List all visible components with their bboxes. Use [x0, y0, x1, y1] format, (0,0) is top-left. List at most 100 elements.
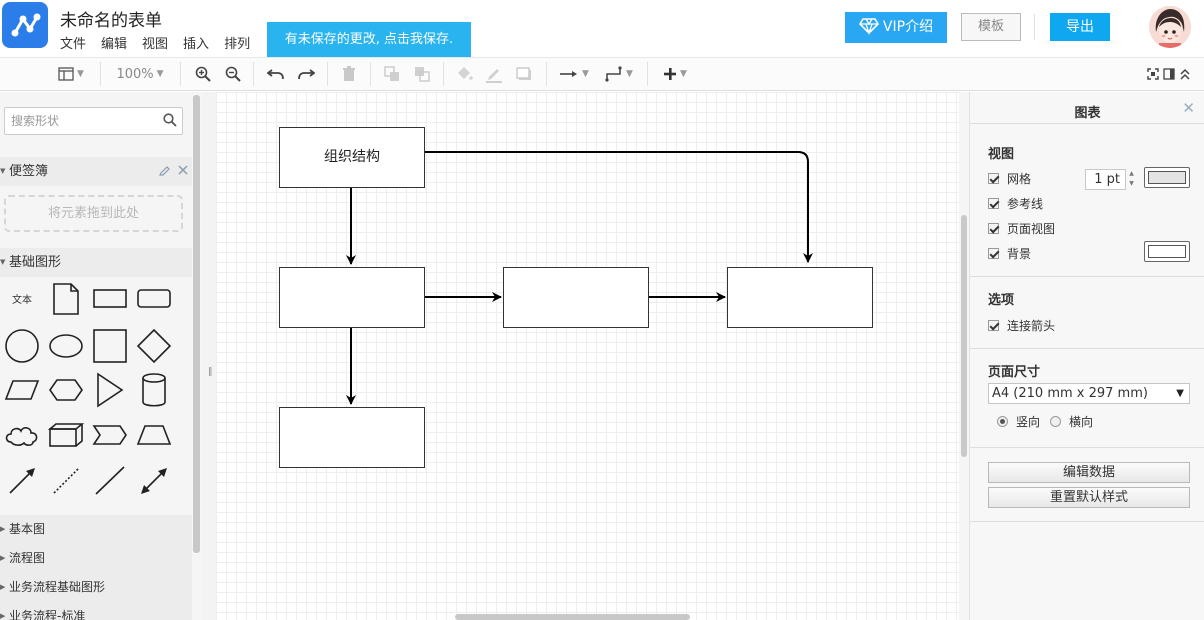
shape-diamond[interactable]	[132, 325, 176, 367]
shape-cylinder[interactable]	[132, 369, 176, 411]
basic-shapes-header[interactable]: ▼ 基础图形	[0, 248, 192, 277]
node-bottom-left[interactable]	[279, 407, 425, 468]
connector-root-to-right[interactable]	[424, 151, 813, 263]
format-toggle-button[interactable]	[1162, 58, 1176, 90]
page-view-label: 页面视图	[1007, 222, 1056, 236]
shape-rounded-rectangle[interactable]	[132, 278, 176, 320]
shape-double-arrow[interactable]	[132, 459, 176, 501]
scratchpad-header[interactable]: ▼ 便签簿	[0, 157, 192, 186]
background-color-swatch	[1148, 245, 1186, 258]
guides-checkbox[interactable]: 参考线	[988, 195, 1043, 212]
menu-arrange[interactable]: 排列	[224, 37, 251, 52]
template-button[interactable]: 模板	[961, 13, 1021, 41]
sidebar-splitter[interactable]: ‖	[203, 92, 216, 620]
chevron-down-icon: ▼	[680, 69, 687, 79]
undo-button[interactable]	[265, 58, 287, 90]
menu-insert[interactable]: 插入	[183, 37, 210, 52]
shape-cube[interactable]	[44, 414, 88, 456]
shape-arrow-line[interactable]	[0, 459, 44, 501]
shape-circle[interactable]	[0, 325, 44, 367]
paint-bucket-icon	[458, 67, 473, 80]
line-color-button[interactable]	[483, 58, 505, 90]
shape-ellipse[interactable]	[44, 325, 88, 367]
sidebar-scrollbar[interactable]	[193, 95, 200, 553]
zoom-out-button[interactable]	[223, 58, 243, 90]
page-view-checkbox[interactable]: 页面视图	[988, 220, 1055, 237]
collapse-header-button[interactable]	[1178, 58, 1192, 90]
shape-hexagon[interactable]	[44, 369, 88, 411]
format-panel: 图表 ✕ 视图 网格 1 pt ▲▼ 参考线 页面视图 背景 选项 连接箭头 页…	[969, 92, 1204, 620]
section-bpmn-standard[interactable]: ▶业务流程-标准	[0, 602, 192, 620]
edit-data-button[interactable]: 编辑数据	[988, 462, 1190, 483]
close-icon[interactable]: ✕	[1182, 99, 1195, 117]
portrait-radio[interactable]: 竖向	[997, 413, 1040, 430]
node-middle-right[interactable]	[727, 267, 873, 328]
canvas-horizontal-scrollbar[interactable]	[455, 614, 690, 620]
canvas-vertical-scrollbar[interactable]	[959, 92, 969, 620]
elbow-connector-icon	[605, 66, 622, 82]
connection-arrows-checkbox[interactable]: 连接箭头	[988, 317, 1055, 334]
search-input[interactable]	[5, 108, 160, 134]
shape-document[interactable]	[44, 278, 88, 320]
scratchpad-dropzone[interactable]: 将元素拖到此处	[4, 195, 183, 232]
to-front-button[interactable]	[381, 58, 403, 90]
section-basic[interactable]: ▶基本图	[0, 515, 192, 544]
export-button[interactable]: 导出	[1050, 13, 1110, 41]
fullscreen-button[interactable]	[1146, 58, 1160, 90]
zoom-in-button[interactable]	[193, 58, 213, 90]
fill-color-button[interactable]	[453, 58, 475, 90]
connection-style-select[interactable]: ▼	[556, 58, 592, 90]
search-icon[interactable]	[163, 113, 177, 127]
node-org-structure[interactable]: 组织结构	[279, 127, 425, 188]
connectors-layer	[346, 151, 813, 405]
delete-button[interactable]	[338, 58, 360, 90]
edit-pencil-icon[interactable]	[159, 164, 171, 176]
background-color-button[interactable]	[1144, 241, 1190, 262]
shape-line[interactable]	[88, 459, 132, 501]
menu-edit[interactable]: 编辑	[101, 37, 128, 52]
page-size-select[interactable]: A4 (210 mm x 297 mm) ▼	[988, 383, 1190, 404]
shape-trapezoid[interactable]	[132, 414, 176, 456]
shape-triangle[interactable]	[88, 369, 132, 411]
redo-button[interactable]	[295, 58, 317, 90]
section-bpmn-basic[interactable]: ▶业务流程基础图形	[0, 573, 192, 602]
vip-button[interactable]: VIP介绍	[845, 12, 947, 43]
node-middle-left[interactable]	[279, 267, 425, 328]
shape-cloud[interactable]	[0, 414, 44, 456]
shape-text[interactable]: 文本	[0, 278, 44, 320]
landscape-radio[interactable]: 横向	[1050, 413, 1093, 430]
shape-dotted-line[interactable]	[44, 459, 88, 501]
shape-rectangle[interactable]	[88, 278, 132, 320]
insert-button[interactable]: ▼	[657, 58, 693, 90]
header-divider	[1034, 14, 1035, 40]
zoom-select[interactable]: 100%▼	[108, 58, 172, 90]
unsaved-changes-button[interactable]: 有未保存的更改, 点击我保存.	[267, 22, 471, 57]
menu-view[interactable]: 视图	[142, 37, 169, 52]
grid-color-button[interactable]	[1144, 167, 1190, 188]
to-back-button[interactable]	[411, 58, 433, 90]
diamond-icon	[859, 18, 879, 36]
format-panel-toggle[interactable]: ▼	[52, 58, 90, 90]
chevron-down-icon: ▼	[156, 69, 164, 79]
diagram-canvas[interactable]: 组织结构	[216, 92, 959, 620]
grid-size-input[interactable]: 1 pt	[1085, 169, 1126, 190]
radio-unselected-icon	[1050, 416, 1061, 427]
grid-size-spinner[interactable]: ▲▼	[1129, 170, 1134, 187]
background-checkbox[interactable]: 背景	[988, 245, 1031, 262]
waypoint-style-select[interactable]: ▼	[602, 58, 636, 90]
node-middle-center[interactable]	[503, 267, 649, 328]
close-icon[interactable]	[178, 165, 188, 175]
section-flowchart[interactable]: ▶流程图	[0, 544, 192, 573]
shadow-button[interactable]	[513, 58, 535, 90]
shape-square[interactable]	[88, 325, 132, 367]
shape-parallelogram[interactable]	[0, 369, 44, 411]
scrollbar-thumb[interactable]	[961, 215, 967, 457]
panel-divider	[970, 521, 1204, 522]
reset-style-button[interactable]: 重置默认样式	[988, 487, 1190, 508]
shape-step[interactable]	[88, 414, 132, 456]
document-title[interactable]: 未命名的表单	[60, 11, 162, 31]
user-avatar[interactable]	[1149, 6, 1191, 48]
grid-checkbox[interactable]: 网格	[988, 170, 1031, 187]
toolbar-divider	[443, 62, 444, 86]
menu-file[interactable]: 文件	[60, 37, 87, 52]
